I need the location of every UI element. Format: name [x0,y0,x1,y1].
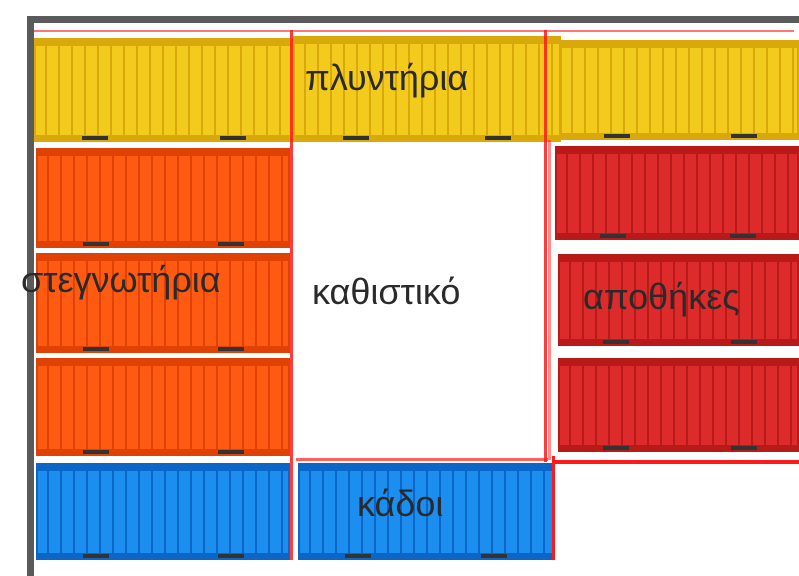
container-bottom-rail [36,135,292,140]
container-bottom-rail [38,346,288,351]
container-bottom-rail [560,445,797,450]
label-seating: καθιστικό [312,274,460,310]
container-bottom-rail [295,135,559,140]
container-forklift-slot [218,347,244,351]
container-bottom-rail [38,241,288,246]
container-top-rail [38,465,288,471]
outline-line [552,456,555,560]
label-bins: κάδοι [357,486,443,522]
container-forklift-slot [600,234,626,238]
container-forklift-slot [83,554,109,558]
outline-line [554,460,799,464]
container-bottom-rail [38,449,288,454]
container-forklift-slot [83,242,109,246]
container-bottom-rail [562,133,797,138]
container-top-rail [557,148,797,154]
container-forklift-slot [218,450,244,454]
container-forklift-slot [481,554,507,558]
container-bottom-rail [300,553,552,558]
container-bottom-rail [38,553,288,558]
container-forklift-slot [343,136,369,140]
container-forklift-slot [731,446,757,450]
container-blue-left [36,463,290,560]
container-forklift-slot [731,134,757,138]
container-forklift-slot [83,347,109,351]
container-forklift-slot [345,554,371,558]
container-forklift-slot [603,340,629,344]
container-top-rail [36,40,292,46]
outline-line [548,140,551,460]
container-forklift-slot [603,446,629,450]
container-red-3 [558,358,799,452]
container-forklift-slot [485,136,511,140]
container-top-rail [295,38,559,44]
label-storage: αποθήκες [583,279,740,315]
container-red-1 [555,146,799,240]
container-bottom-rail [560,339,797,344]
container-bottom-rail [557,233,797,238]
label-dryers: στεγνωτήρια [21,262,221,298]
container-top-rail [38,150,288,156]
container-forklift-slot [730,234,756,238]
container-forklift-slot [82,136,108,140]
container-forklift-slot [604,134,630,138]
container-yellow-left [34,38,294,142]
container-forklift-slot [220,136,246,140]
outline-line [544,30,547,462]
container-orange-1 [36,148,290,248]
label-washers: πλυντήρια [305,60,468,96]
container-yellow-right [560,40,799,140]
container-forklift-slot [83,450,109,454]
outline-line [296,458,548,461]
outline-line [290,30,293,560]
container-top-rail [560,360,797,366]
container-top-rail [560,256,797,262]
container-top-rail [38,360,288,366]
container-forklift-slot [218,554,244,558]
outline-line [34,30,794,32]
container-orange-3 [36,358,290,456]
container-forklift-slot [218,242,244,246]
container-top-rail [300,465,552,471]
container-forklift-slot [731,340,757,344]
container-top-rail [562,42,797,48]
